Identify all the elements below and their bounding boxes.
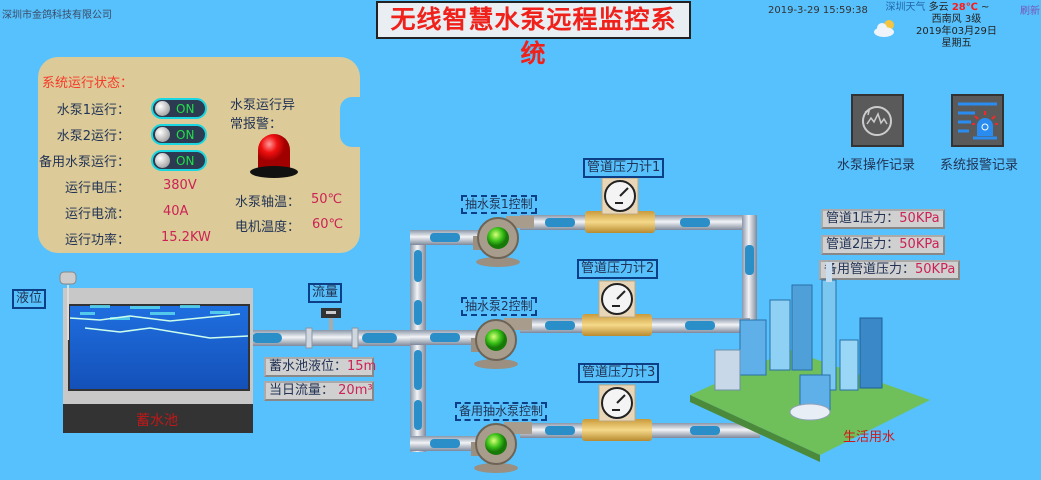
current-label: 运行电流： <box>64 207 130 222</box>
pump-log-label[interactable]: 水泵操作记录 <box>837 158 916 173</box>
daily-flow-label: 当日流量： <box>269 383 335 398</box>
weather-widget: 深圳天气 多云 28℃ ~ 西南风 3级 2019年03月29日 星期五 <box>878 2 997 50</box>
alarm-label-line1: 水泵运行异 <box>230 98 296 113</box>
bearing-temp-label: 水泵轴温： <box>234 195 300 210</box>
toggle-knob <box>155 101 170 116</box>
water-tank <box>59 271 253 433</box>
city-buildings <box>690 262 930 462</box>
power-label: 运行功率： <box>64 233 130 248</box>
backup-pump-control[interactable]: 备用抽水泵控制 <box>455 402 548 421</box>
voltage-value: 380V <box>163 178 197 193</box>
pump1-toggle[interactable]: ON <box>151 98 207 119</box>
status-title: 系统运行状态： <box>42 76 134 91</box>
pipe2-pressure: 管道2压力：50KPa <box>821 235 945 255</box>
gauges <box>598 177 639 422</box>
backup-pump-label: 备用水泵运行： <box>38 155 130 170</box>
pipe2-pressure-value: 50KPa <box>899 237 940 252</box>
toggle-knob <box>155 153 170 168</box>
pump2-label: 水泵2运行： <box>56 129 130 144</box>
backup-pump-toggle[interactable]: ON <box>151 150 207 171</box>
weather-city: 深圳天气 <box>885 2 926 13</box>
alarm-list-icon <box>958 102 998 140</box>
toggle-state: ON <box>176 127 195 142</box>
alarm-light-icon <box>250 134 298 178</box>
weather-temp-suffix: ~ <box>981 2 990 13</box>
alarm-log-label[interactable]: 系统报警记录 <box>940 158 1019 173</box>
bearing-temp-value: 50℃ <box>311 192 343 207</box>
pipe1-pressure-label: 管道1压力： <box>826 211 900 226</box>
toggle-state: ON <box>176 101 195 116</box>
weather-weekday: 星期五 <box>941 38 972 49</box>
pipe2-pressure-label: 管道2压力： <box>826 237 900 252</box>
history-chart-icon <box>862 106 892 136</box>
pump1-control[interactable]: 抽水泵1控制 <box>461 195 537 214</box>
backup-pipe-pressure-value: 50KPa <box>915 262 956 277</box>
toggle-knob <box>155 127 170 142</box>
domestic-water-label: 生活用水 <box>843 430 896 445</box>
refresh-link[interactable]: 刷新 <box>1020 6 1040 17</box>
pipe1-pressure-value: 50KPa <box>899 211 940 226</box>
toggle-state: ON <box>176 153 195 168</box>
pressure-gauge-1-label: 管道压力计1 <box>583 158 665 178</box>
motor-temp-label: 电机温度： <box>234 220 300 235</box>
power-value: 15.2KW <box>161 230 211 245</box>
tank-level: 蓄水池液位：15m <box>264 357 377 377</box>
alarm-label: 水泵运行异常报警： <box>230 96 295 134</box>
pressure-gauge-3-label: 管道压力计3 <box>578 363 660 383</box>
tank-name: 蓄水池 <box>136 413 178 429</box>
tank-level-label: 蓄水池液位： <box>269 359 348 374</box>
weather-date: 2019年03月29日 <box>916 26 997 37</box>
pipe1-pressure: 管道1压力：50KPa <box>821 209 945 229</box>
pump-log-button[interactable] <box>851 94 904 147</box>
daily-flow-value: 20m³ <box>338 383 373 398</box>
tank-level-value: 15m <box>347 359 377 374</box>
weather-wind: 西南风 3级 <box>931 14 982 25</box>
pump2-toggle[interactable]: ON <box>151 124 207 145</box>
panel-notch <box>340 97 362 147</box>
weather-temp: 28℃ <box>951 2 978 13</box>
voltage-label: 运行电压： <box>64 181 130 196</box>
pressure-gauge-2-label: 管道压力计2 <box>577 259 659 279</box>
datetime: 2019-3-29 15:59:38 <box>768 5 868 16</box>
pump1-label: 水泵1运行： <box>56 103 130 118</box>
flow-tag: 流量 <box>308 283 343 303</box>
backup-pipe-pressure-label: 备用管道压力： <box>824 262 916 277</box>
pipes <box>248 205 760 452</box>
current-value: 40A <box>163 204 189 219</box>
alarm-log-button[interactable] <box>951 94 1004 147</box>
partly-cloudy-icon <box>874 20 894 37</box>
weather-condition: 多云 <box>928 2 949 13</box>
pumps <box>471 216 534 473</box>
motor-temp-value: 60℃ <box>312 217 344 232</box>
daily-flow: 当日流量： 20m³ <box>264 381 374 401</box>
pump2-control[interactable]: 抽水泵2控制 <box>461 297 537 316</box>
level-tag: 液位 <box>12 289 47 309</box>
page-title: 无线智慧水泵远程监控系统 <box>376 1 691 68</box>
alarm-label-line2: 常报警： <box>230 117 283 132</box>
company-name: 深圳市金鸽科技有限公司 <box>2 10 112 21</box>
backup-pipe-pressure: 备用管道压力：50KPa <box>819 260 961 280</box>
